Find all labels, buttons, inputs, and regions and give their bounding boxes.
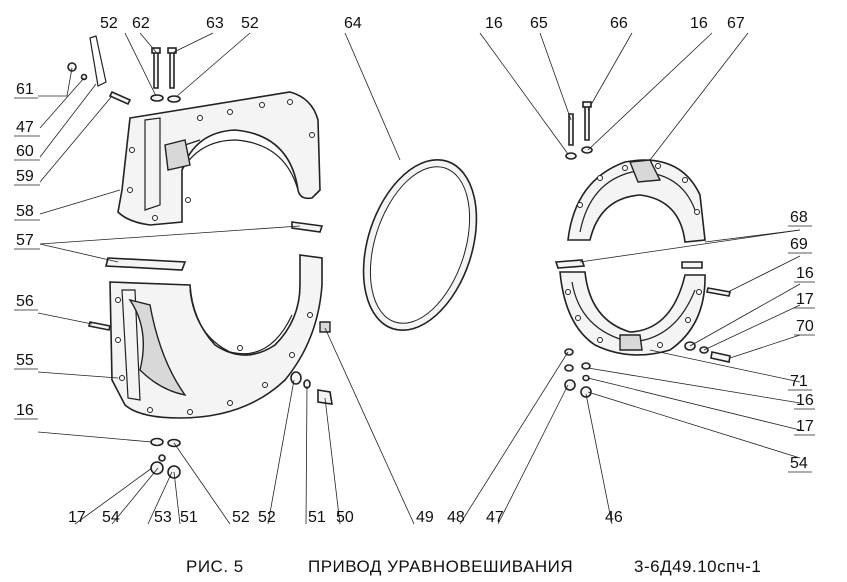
callout-52: 52 <box>100 15 118 32</box>
callout-48: 48 <box>447 509 465 526</box>
callout-17: 17 <box>796 291 814 308</box>
callout-71: 71 <box>790 373 808 390</box>
callout-labels: 52 62 63 52 64 16 65 66 16 67 61 47 60 5… <box>16 15 814 526</box>
callout-68: 68 <box>790 209 808 226</box>
callout-16: 16 <box>16 402 34 419</box>
callout-51: 51 <box>308 509 326 526</box>
callout-56: 56 <box>16 293 34 310</box>
callout-65: 65 <box>530 15 548 32</box>
leader-lines <box>37 32 801 525</box>
callout-58: 58 <box>16 203 34 220</box>
callout-53: 53 <box>154 509 172 526</box>
callout-46: 46 <box>605 509 623 526</box>
callout-69: 69 <box>790 236 808 253</box>
callout-16: 16 <box>796 392 814 409</box>
callout-47: 47 <box>16 119 34 136</box>
callout-55: 55 <box>16 352 34 369</box>
callout-60: 60 <box>16 143 34 160</box>
callout-17: 17 <box>796 418 814 435</box>
callout-47: 47 <box>486 509 504 526</box>
upper-right-housing <box>565 101 706 243</box>
callout-54: 54 <box>790 455 808 472</box>
callout-66: 66 <box>610 15 628 32</box>
callout-52: 52 <box>232 509 250 526</box>
upper-left-housing <box>117 91 321 226</box>
callout-17: 17 <box>68 509 86 526</box>
callout-67: 67 <box>727 15 745 32</box>
callout-52: 52 <box>241 15 259 32</box>
lower-right-housing <box>559 271 706 356</box>
callout-54: 54 <box>102 509 120 526</box>
callout-64: 64 <box>344 15 362 32</box>
callout-59: 59 <box>16 168 34 185</box>
left-fasteners <box>67 35 333 479</box>
callout-50: 50 <box>336 509 354 526</box>
callout-52: 52 <box>258 509 276 526</box>
right-shim-plates <box>554 259 703 269</box>
shim-plates <box>104 221 324 271</box>
callout-51: 51 <box>180 509 198 526</box>
figure-title: ПРИВОД УРАВНОВЕШИВАНИЯ <box>308 557 573 576</box>
callout-16: 16 <box>690 15 708 32</box>
gasket-ring <box>362 158 478 332</box>
callout-61: 61 <box>16 81 34 98</box>
callout-49: 49 <box>416 509 434 526</box>
callout-70: 70 <box>796 318 814 335</box>
figure-number: РИС. 5 <box>186 557 244 576</box>
callout-57: 57 <box>16 232 34 249</box>
callout-16: 16 <box>485 15 503 32</box>
callout-63: 63 <box>206 15 224 32</box>
label-underlines <box>14 97 815 473</box>
lower-left-housing <box>109 254 323 419</box>
callout-16: 16 <box>796 265 814 282</box>
document-code: 3-6Д49.10спч-1 <box>634 557 761 576</box>
figure-caption: РИС. 5 ПРИВОД УРАВНОВЕШИВАНИЯ 3-6Д49.10с… <box>186 557 761 576</box>
callout-62: 62 <box>132 15 150 32</box>
